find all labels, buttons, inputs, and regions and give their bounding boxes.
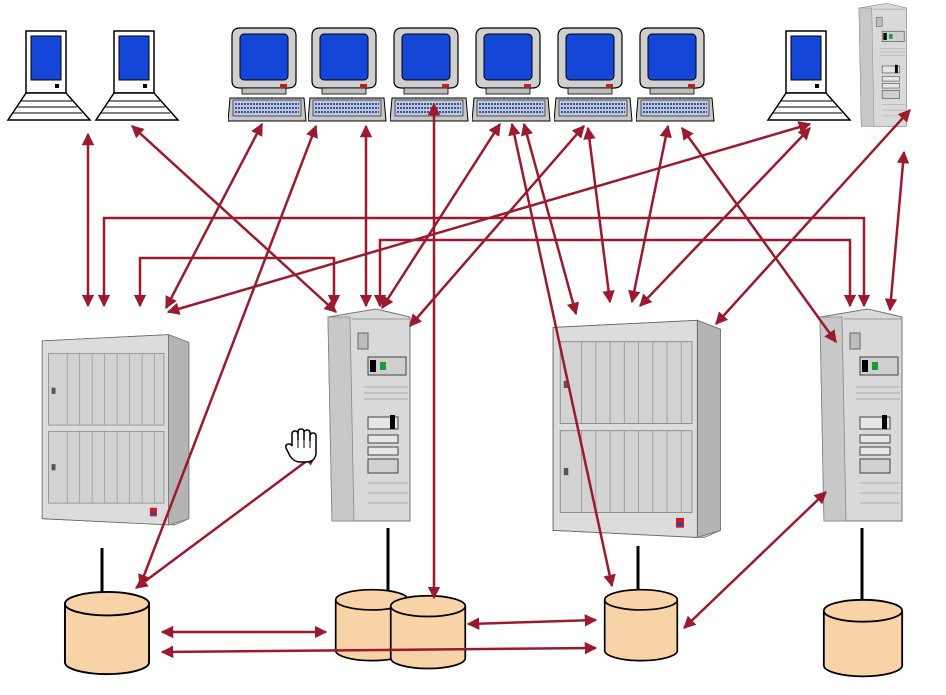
storage-cylinder-icon — [822, 598, 904, 678]
storage-cylinder-icon — [603, 588, 679, 662]
desktop-icon — [228, 27, 307, 122]
client-tower-icon — [858, 3, 907, 127]
laptop-icon — [767, 30, 851, 121]
desktop-icon — [636, 27, 715, 122]
tower-server-icon — [327, 308, 411, 522]
hand-cursor-icon[interactable] — [285, 428, 317, 463]
desktop-icon — [554, 27, 633, 122]
laptop-icon — [95, 30, 179, 121]
desktop-icon — [308, 27, 387, 122]
connection-links — [81, 102, 911, 659]
storage-cylinder-icon — [63, 590, 151, 676]
mainframe-server-icon — [41, 334, 190, 526]
laptop-icon — [7, 30, 91, 121]
tower-server-icon — [819, 308, 903, 522]
desktop-icon — [472, 27, 551, 122]
desktop-icon — [390, 27, 469, 122]
server-storage-links — [100, 528, 864, 604]
server-bridge-links — [97, 216, 871, 308]
storage-cylinder-icon — [389, 594, 467, 670]
